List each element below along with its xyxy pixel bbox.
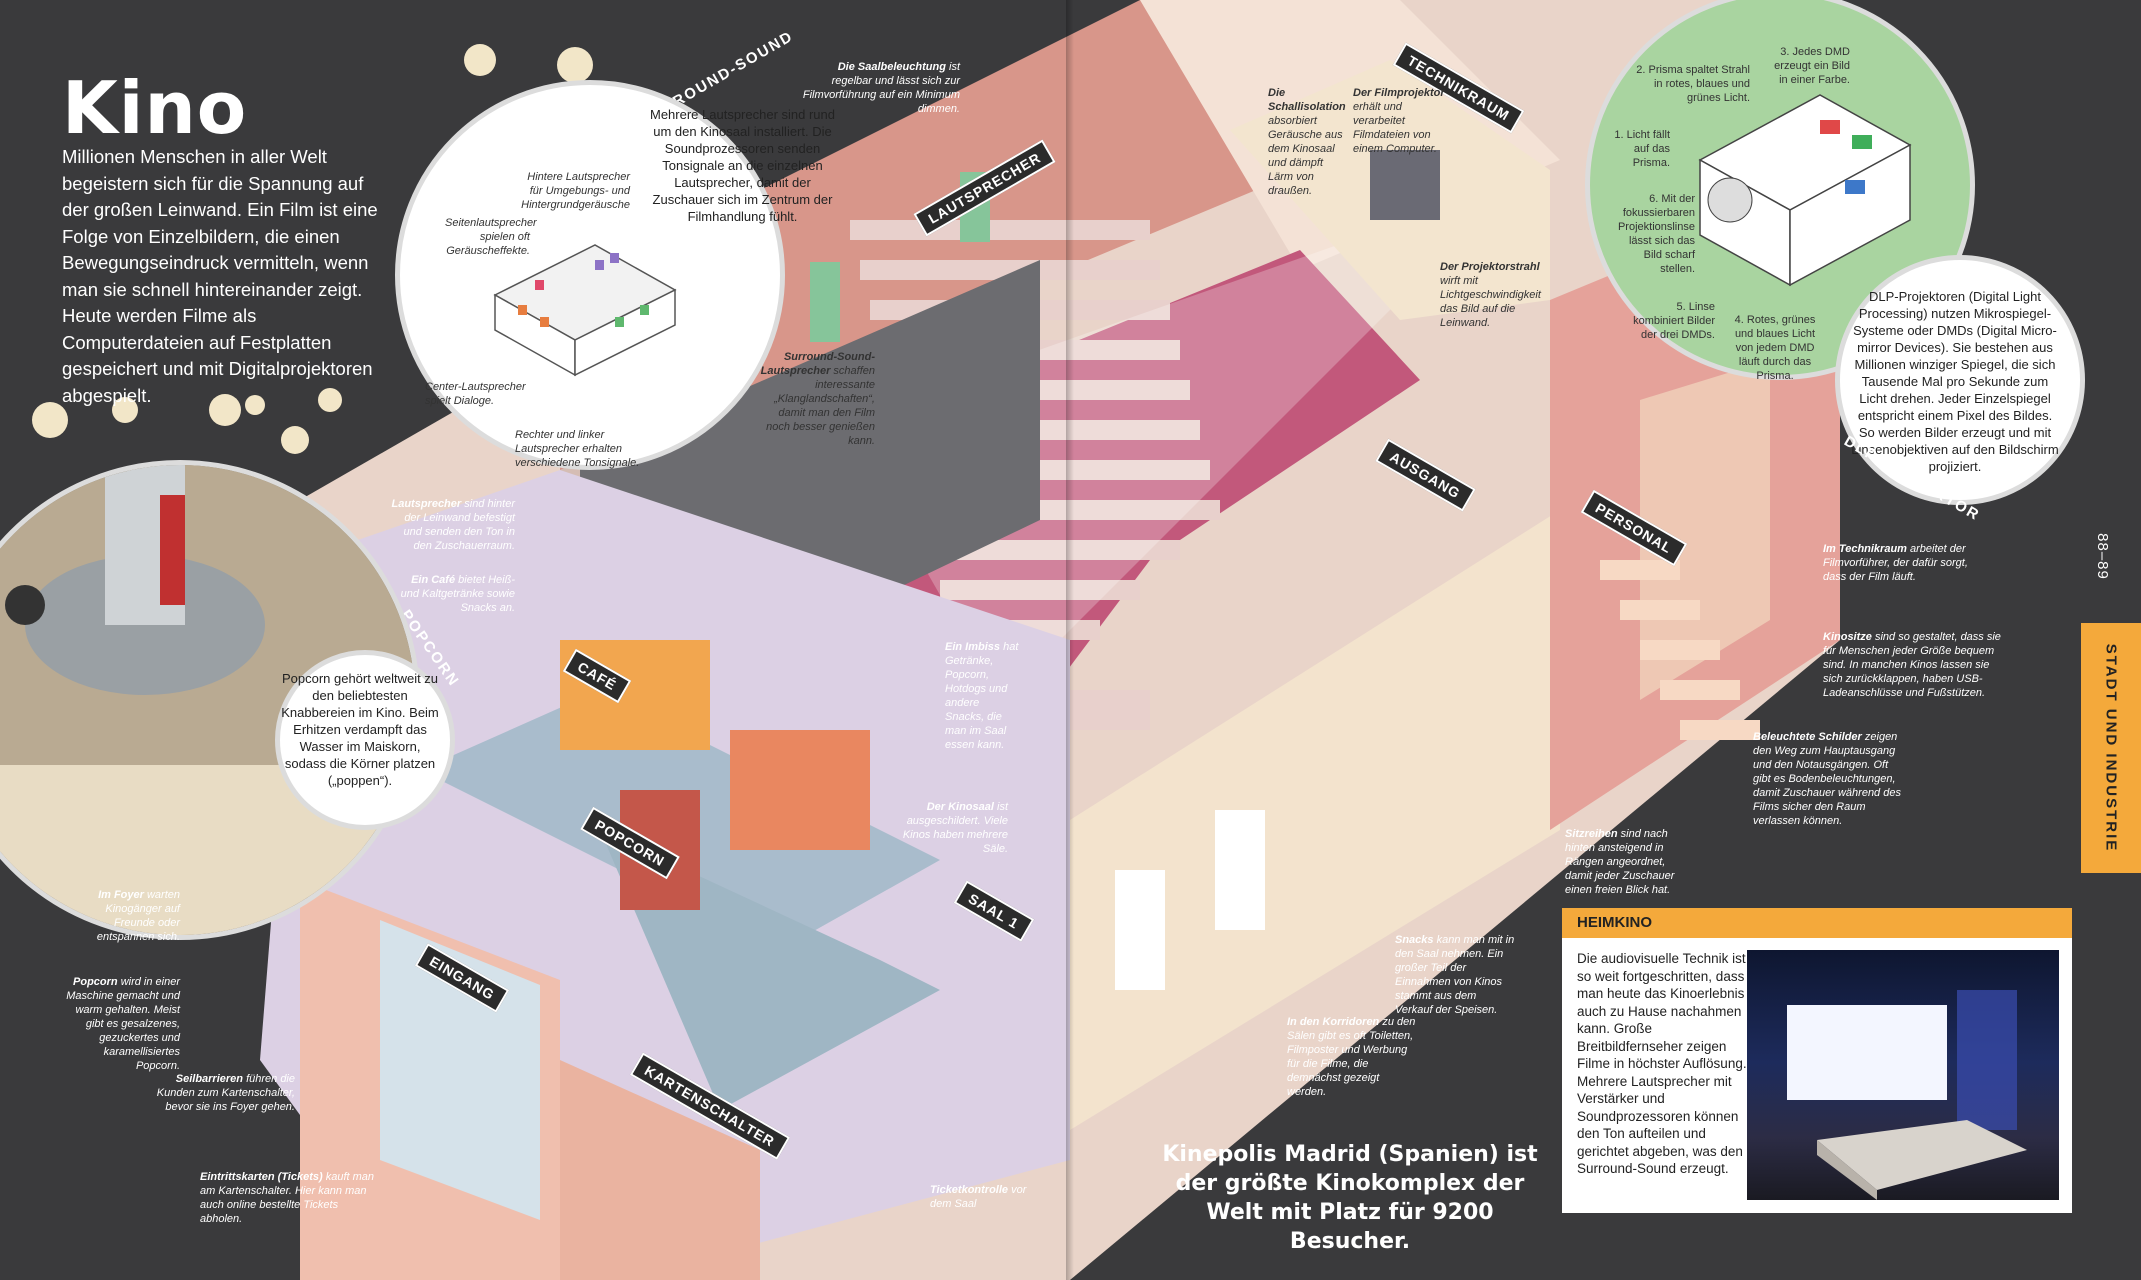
home-cinema-image: [1787, 990, 2027, 1200]
label-saalbeleuchtung: Die Saalbeleuchtung ist regelbar und läs…: [802, 61, 960, 115]
heimkino-photo: [1747, 950, 2059, 1200]
label-kinositze: Kinositze sind so gestaltet, dass sie fü…: [1823, 631, 2001, 699]
surround-diagram: [493, 244, 677, 377]
label-ticketkontrolle: Ticketkontrolle vor dem Saal: [930, 1184, 1027, 1210]
label-filmprojektor: Der Filmprojektor erhält und verarbeitet…: [1353, 87, 1445, 155]
label-surround-ls: Surround-Sound-Lautsprecher schaffen int…: [760, 351, 875, 447]
dlp-step-6: 6. Mit der fokussierbaren Projektionslin…: [1617, 193, 1695, 275]
dlp-step-3: 3. Jedes DMD erzeugt ein Bild in einer F…: [1774, 46, 1850, 86]
section-tab-label: STADT UND INDUSTRIE: [2102, 643, 2120, 853]
heimkino-title: HEIMKINO: [1562, 908, 2072, 938]
surround-center-label: Center-Lautsprecher spielt Dialoge.: [425, 381, 526, 407]
dlp-step-2: 2. Prisma spaltet Strahl in rotes, blaue…: [1636, 64, 1750, 104]
dlp-step-1: 1. Licht fällt auf das Prisma.: [1614, 129, 1670, 169]
label-foyer: Im Foyer warten Kinogänger auf Freunde o…: [96, 889, 180, 943]
label-popcorn: Popcorn wird in einer Maschine gemacht u…: [66, 976, 180, 1072]
label-schallisolation: Die Schallisolation absorbiert Geräusche…: [1268, 87, 1346, 197]
label-cafe: Ein Café bietet Heiß- und Kaltgetränke s…: [400, 574, 515, 614]
label-sitzreihen: Sitzreihen sind nach hinten ansteigend i…: [1565, 828, 1675, 896]
intro-text: Millionen Menschen in aller Welt begeist…: [62, 146, 378, 406]
heimkino-box: HEIMKINO Die audiovisuelle Technik ist s…: [1562, 908, 2072, 1213]
label-projektorstrahl: Der Projektorstrahl wirft mit Lichtgesch…: [1440, 261, 1541, 329]
label-imbiss: Ein Imbiss hat Getränke, Popcorn, Hotdog…: [945, 641, 1019, 751]
surround-rear-label: Hintere Lautsprecher für Umgebungs- und …: [521, 171, 630, 211]
label-korridore: In den Korridoren zu den Sälen gibt es o…: [1287, 1016, 1416, 1098]
surround-sound-circle: [395, 80, 785, 470]
popcorn-text: Popcorn gehört weltweit zu den beliebtes…: [281, 671, 439, 788]
label-snacks: Snacks kann man mit in den Saal nehmen. …: [1395, 934, 1515, 1016]
page-gutter: [1066, 0, 1074, 1280]
surround-main-text: Mehrere Lautsprecher sind rund um den Ki…: [650, 107, 835, 224]
section-tab: STADT UND INDUSTRIE: [2081, 623, 2141, 873]
dlp-main-text: DLP-Projektoren (Digital Light Processin…: [1851, 289, 2059, 474]
page-numbers: 88–89: [2094, 533, 2112, 580]
popcorn-text-bubble: [275, 650, 455, 830]
fact-kinepolis: Kinepolis Madrid (Spanien) ist der größt…: [1162, 1142, 1538, 1254]
dlp-step-5: 5. Linse kombiniert Bilder der drei DMDs…: [1633, 301, 1715, 341]
label-schilder: Beleuchtete Schilder zeigen den Weg zum …: [1753, 731, 1901, 827]
label-technikraum: Im Technikraum arbeitet der Filmvorführe…: [1823, 543, 1968, 583]
dlp-diagram: [1698, 94, 1912, 287]
label-eintrittskarten: Eintrittskarten (Tickets) kauft man am K…: [200, 1171, 375, 1225]
heimkino-text: Die audiovisuelle Technik ist so weit fo…: [1577, 951, 1747, 1176]
surround-side-label: Seitenlautsprecher spielen oft Geräusche…: [445, 217, 537, 257]
label-kinosaal: Der Kinosaal ist ausgeschildert. Viele K…: [902, 801, 1008, 855]
dlp-step-4: 4. Rotes, grünes und blaues Licht von je…: [1734, 314, 1816, 382]
page-title: Kino: [62, 66, 248, 150]
label-lautsprecher: Lautsprecher sind hinter der Leinwand be…: [391, 498, 515, 552]
label-seilbarrieren: Seilbarrieren führen die Kunden zum Kart…: [156, 1073, 295, 1113]
dlp-text-bubble: [1835, 255, 2085, 505]
surround-leftright-label: Rechter und linker Lautsprecher erhalten…: [515, 429, 640, 469]
